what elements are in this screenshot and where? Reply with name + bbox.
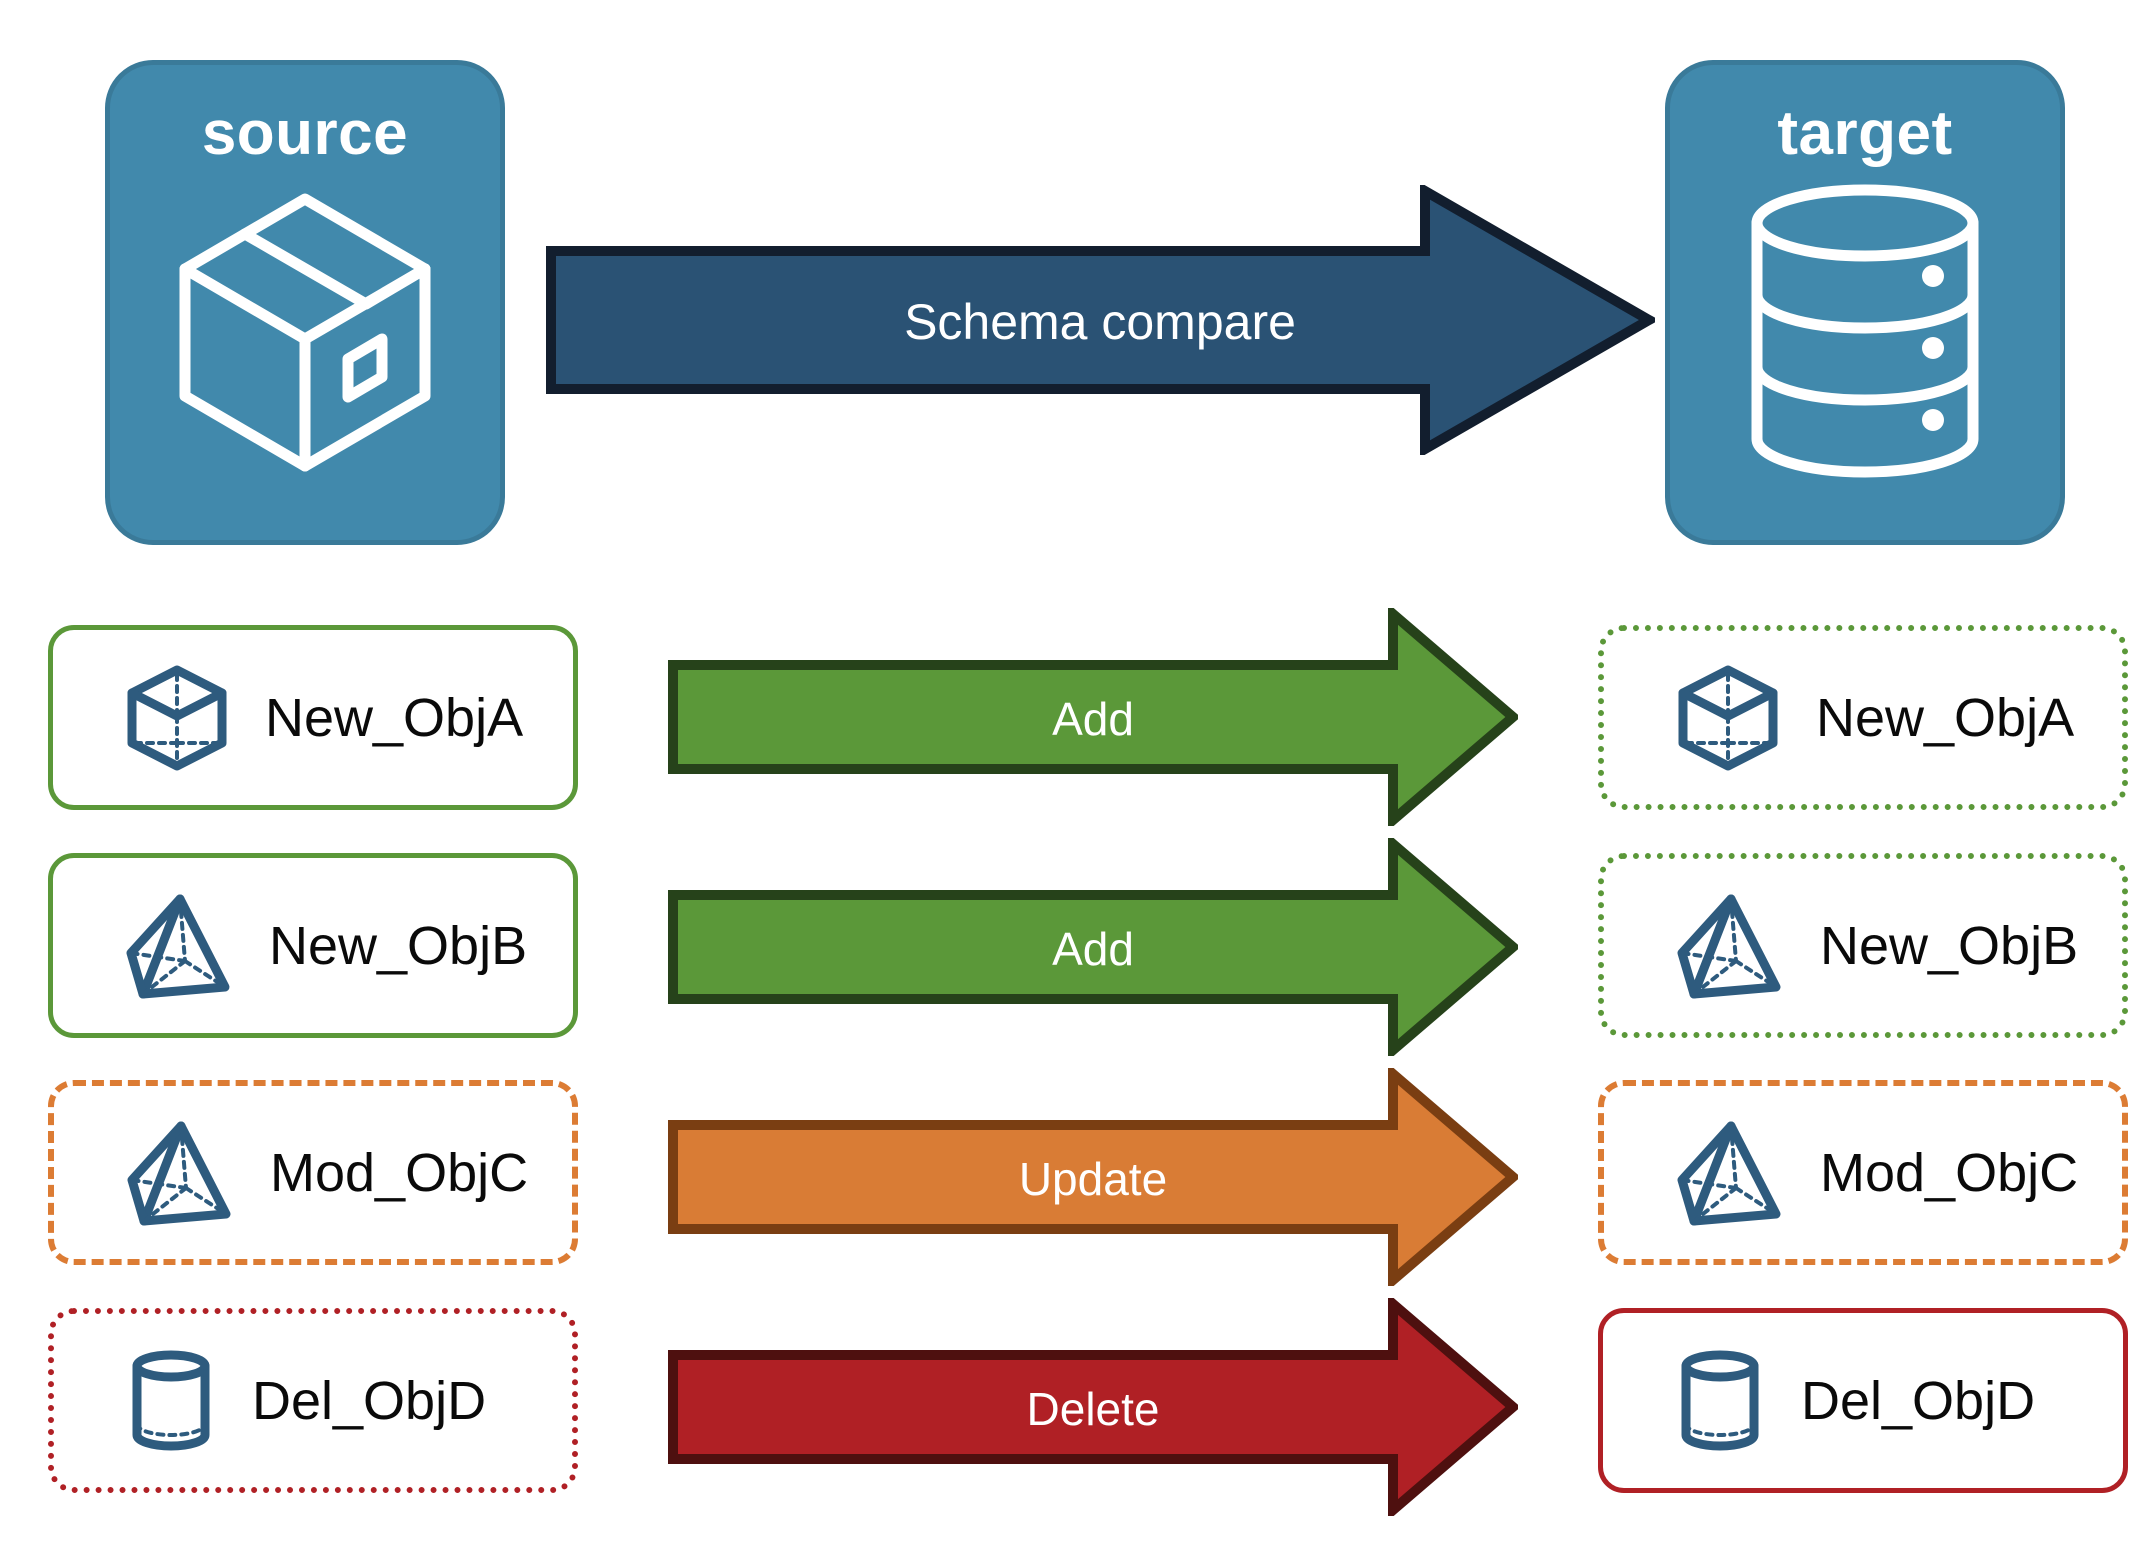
cylinder-wireframe-icon bbox=[126, 1349, 216, 1453]
pyramid-wireframe-icon bbox=[1676, 891, 1784, 1001]
cylinder-wireframe-icon bbox=[1675, 1349, 1765, 1453]
source-object-card-2[interactable]: Mod_ObjC bbox=[48, 1080, 578, 1265]
target-object-card-3[interactable]: Del_ObjD bbox=[1598, 1308, 2128, 1493]
source-title: source bbox=[201, 99, 409, 168]
source-object-label-3: Del_ObjD bbox=[252, 1370, 487, 1431]
action-arrow-2: Update bbox=[668, 1063, 1521, 1291]
target-endpoint-card[interactable]: target bbox=[1665, 60, 2065, 545]
target-object-label-3: Del_ObjD bbox=[1801, 1370, 2036, 1431]
target-object-label-2: Mod_ObjC bbox=[1820, 1142, 2079, 1203]
source-object-card-0[interactable]: New_ObjA bbox=[48, 625, 578, 810]
pyramid-wireframe-icon bbox=[126, 1118, 234, 1228]
pyramid-wireframe-icon bbox=[125, 891, 233, 1001]
source-object-card-3[interactable]: Del_ObjD bbox=[48, 1308, 578, 1493]
source-endpoint-card[interactable]: source bbox=[105, 60, 505, 545]
action-arrow-0: Add bbox=[668, 603, 1521, 831]
pyramid-wireframe-icon bbox=[1676, 1118, 1784, 1228]
target-title: target bbox=[1777, 99, 1953, 168]
target-object-label-0: New_ObjA bbox=[1816, 687, 2075, 748]
box-package-icon bbox=[170, 181, 440, 486]
schema-compare-arrow: Schema compare bbox=[545, 182, 1660, 458]
source-object-label-0: New_ObjA bbox=[265, 687, 524, 748]
source-object-card-1[interactable]: New_ObjB bbox=[48, 853, 578, 1038]
source-object-label-2: Mod_ObjC bbox=[270, 1142, 529, 1203]
database-cylinder-icon bbox=[1745, 181, 1985, 486]
source-object-label-1: New_ObjB bbox=[269, 915, 528, 976]
action-arrow-3: Delete bbox=[668, 1293, 1521, 1521]
cube-wireframe-icon bbox=[1676, 663, 1780, 773]
target-object-card-2[interactable]: Mod_ObjC bbox=[1598, 1080, 2128, 1265]
target-object-label-1: New_ObjB bbox=[1820, 915, 2079, 976]
action-arrow-1: Add bbox=[668, 833, 1521, 1061]
cube-wireframe-icon bbox=[125, 663, 229, 773]
target-object-card-0[interactable]: New_ObjA bbox=[1598, 625, 2128, 810]
target-object-card-1[interactable]: New_ObjB bbox=[1598, 853, 2128, 1038]
